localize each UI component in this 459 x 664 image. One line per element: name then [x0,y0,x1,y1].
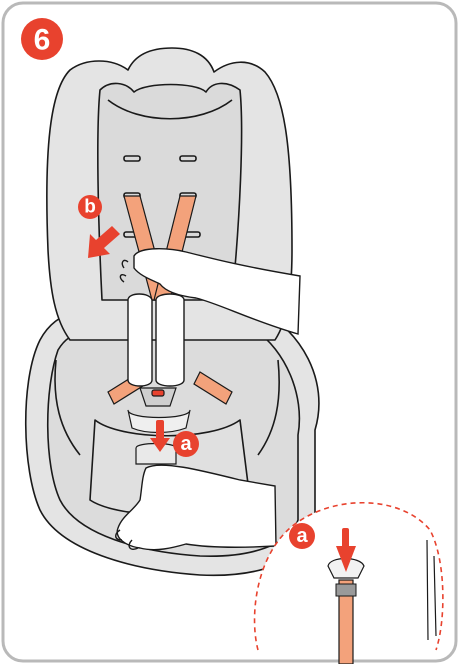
shoulder-pad-left [128,294,152,386]
shoulder-pads [128,294,184,386]
label-a-detail: a [289,523,315,549]
crotch-buckle [136,444,176,465]
detail-band [336,584,356,596]
shoulder-pad-right [156,294,184,386]
label-b-text: b [84,197,96,218]
label-detail-text: a [296,525,308,547]
step-number: 6 [34,24,51,57]
label-a-push: a [173,431,199,457]
label-b-pull: b [78,195,102,219]
step-badge: 6 [21,18,63,60]
label-a-text: a [180,433,192,455]
